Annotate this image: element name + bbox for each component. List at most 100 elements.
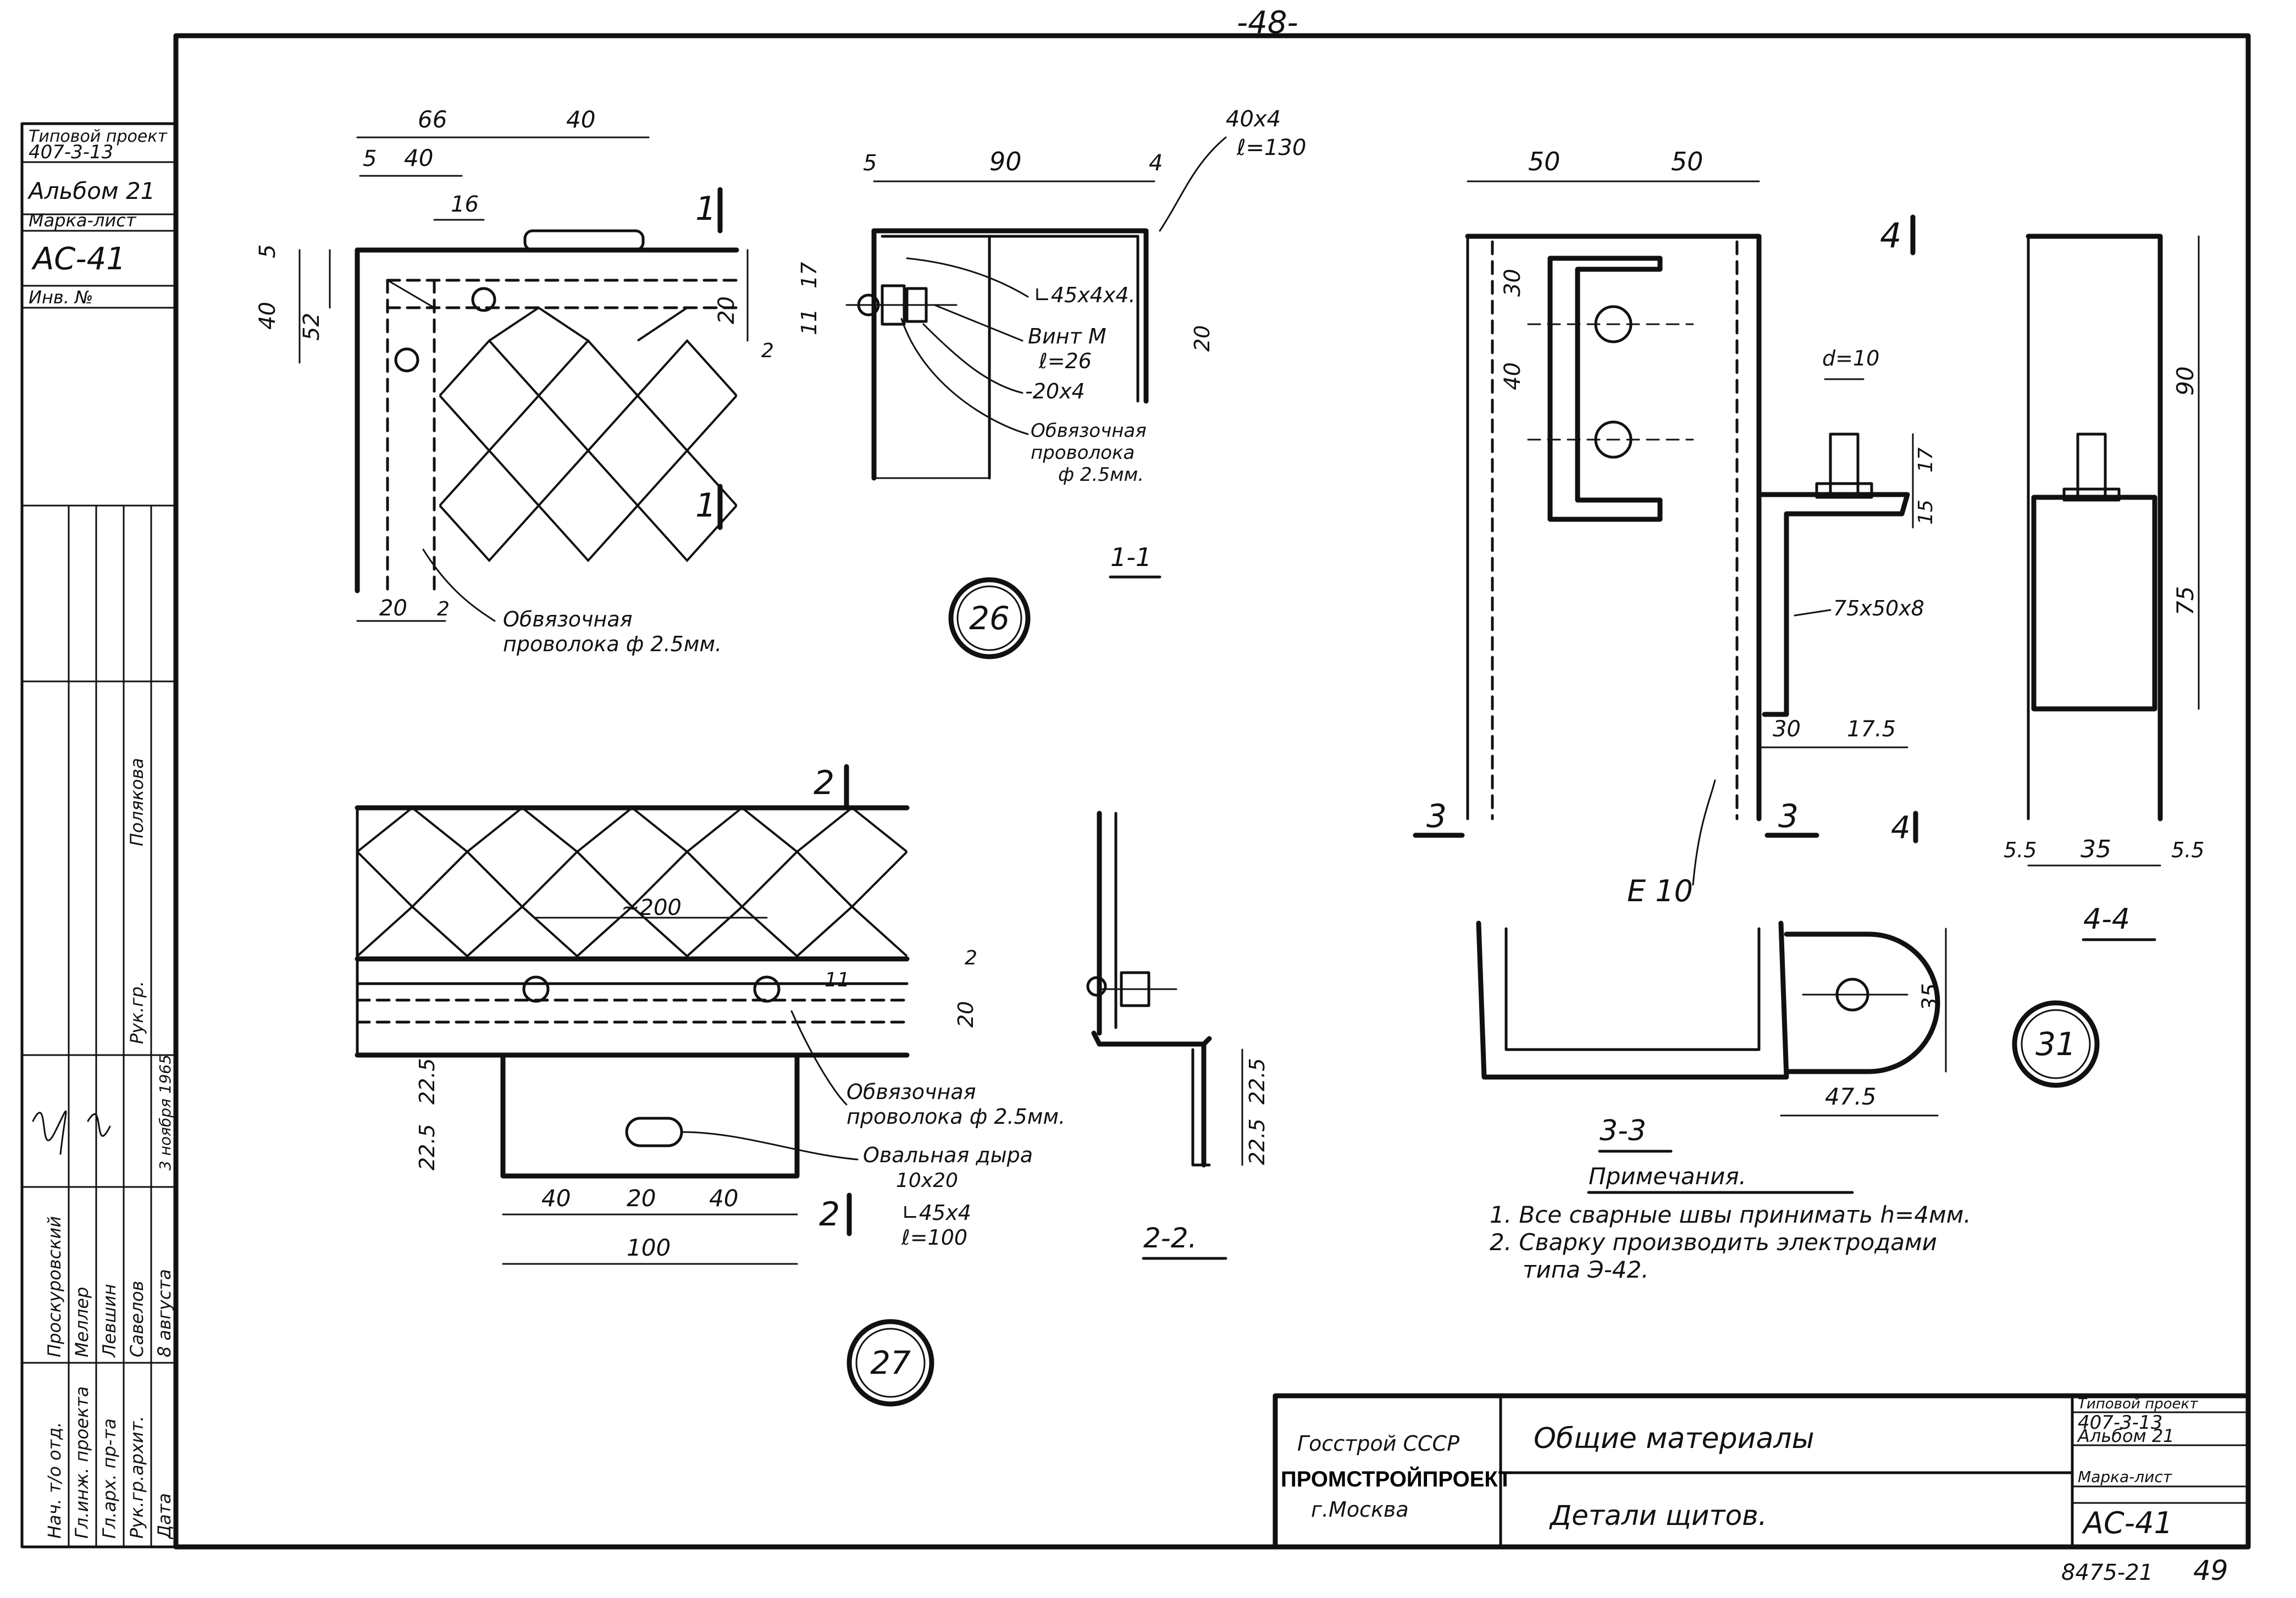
d27-dim-20b: 20 <box>627 1185 656 1212</box>
s22-title: 2-2. <box>1143 1222 1197 1254</box>
d26-dim-20b: 20 <box>379 596 407 621</box>
note-2: 2. Сварку производить электродами <box>1490 1229 1937 1256</box>
s11-callout-angle: ∟45х4х4. <box>1033 283 1136 307</box>
d27-dim-2: 2 <box>965 947 977 969</box>
section-mark-1-top: 1 <box>695 190 716 228</box>
d26-dim-52: 52 <box>299 313 324 341</box>
bolt-icon <box>753 975 781 1003</box>
left-stamp: Типовой проект 407-3-13 Альбом 21 Марка-… <box>20 122 178 1549</box>
s11-callout-l130: ℓ=130 <box>1236 135 1306 160</box>
d27-dim-22b: 22.5 <box>415 1124 439 1170</box>
signer-name-4: Савелов <box>126 1281 147 1357</box>
signer-name-1: Проскуровский <box>44 1216 65 1357</box>
s11-dim-90: 90 <box>989 147 1022 176</box>
d31-dim-35: 35 <box>1918 983 1943 1011</box>
d31-dim-50a: 50 <box>1528 147 1561 176</box>
tb-subtitle: Детали щитов. <box>1549 1500 1767 1532</box>
s44-title: 4-4 <box>2083 903 2130 936</box>
d27-note-hole2: 10х20 <box>896 1169 958 1192</box>
s11-callout-wire2: проволока <box>1031 442 1135 464</box>
d26-dim-40a: 40 <box>566 106 595 133</box>
left-stamp-mark-label: Марка-лист <box>29 210 137 231</box>
d26-dim-2b: 2 <box>437 598 450 620</box>
detail-27-plan: ~200 2 20 11 22.5 22.5 40 20 40 100 2 2 … <box>355 764 1065 1265</box>
signer-name-2: Меллер <box>71 1287 92 1357</box>
signer-role-3: Гл.арх. пр-та <box>99 1418 120 1539</box>
s44-dim-90: 90 <box>2172 367 2199 396</box>
s11-title: 1-1 <box>1110 542 1152 572</box>
d27-note-angle1: ∟45х4 <box>901 1201 971 1225</box>
section-mark-1-bottom: 1 <box>695 486 716 525</box>
bolt-icon <box>394 347 419 373</box>
d27-dim-40a: 40 <box>541 1185 571 1212</box>
tb-stamp-header: Типовой проект <box>2078 1396 2198 1412</box>
d31-dim-40: 40 <box>1500 362 1525 390</box>
d31-dim-30: 30 <box>1500 269 1525 297</box>
d31-dim-17: 17 <box>1915 447 1937 473</box>
section-1-1: 5 90 4 17 11 20 40х4 ℓ=130 ∟45х4х4. Винт… <box>797 107 1306 579</box>
general-notes: Примечания. 1. Все сварные швы принимать… <box>1490 1163 1971 1283</box>
detail-label-31: 31 <box>2012 1000 2100 1088</box>
d27-dim-200: ~200 <box>621 895 682 920</box>
svg-text:27: 27 <box>870 1344 911 1381</box>
tb-project: 407-3-13 <box>2078 1412 2162 1434</box>
section-4-4: 90 75 5.5 35 5.5 4-4 <box>2004 234 2204 941</box>
s11-callout-wire1: Обвязочная <box>1031 420 1147 442</box>
tb-mark-label: Марка-лист <box>2078 1468 2172 1486</box>
d26-note-line2: проволока ф 2.5мм. <box>503 632 722 656</box>
s22-dim-b: 22.5 <box>1245 1118 1269 1165</box>
d31-dim-17-5: 17.5 <box>1847 717 1896 742</box>
d27-note-wire1: Обвязочная <box>847 1080 976 1104</box>
s11-callout-l26: ℓ=26 <box>1038 349 1092 373</box>
d26-dim-40b: 40 <box>404 145 433 171</box>
left-stamp-inv-label: Инв. № <box>29 287 93 308</box>
signer-name-5: 8 августа <box>154 1269 175 1357</box>
s11-dim-17: 17 <box>797 262 821 288</box>
tb-org-3: г.Москва <box>1311 1497 1409 1522</box>
bolt-icon <box>522 975 550 1003</box>
s44-dim-75: 75 <box>2172 586 2199 615</box>
d31-dim-15: 15 <box>1915 500 1937 525</box>
signature-1 <box>32 1110 67 1155</box>
d26-dim-66: 66 <box>418 106 447 133</box>
s33-title: 3-3 <box>1600 1114 1646 1147</box>
signer-role-5: Дата <box>154 1493 175 1540</box>
signer-name-3: Левшин <box>99 1284 120 1358</box>
signer-role-4: Рук.гр.архит. <box>126 1416 147 1539</box>
detail-26-plan: 66 40 5 40 16 5 40 52 20 2 20 2 1 1 Обвя… <box>255 106 774 656</box>
d26-dim-5v: 5 <box>255 245 280 258</box>
d27-dim-22a: 22.5 <box>415 1058 439 1105</box>
tb-org-1: Госстрой СССР <box>1297 1431 1459 1456</box>
s11-callout-40x4: 40х4 <box>1226 107 1281 132</box>
sheet-footer: 8475-21 <box>2061 1560 2153 1585</box>
d31-dim-angle: 75х50х8 <box>1833 596 1924 620</box>
wire-mesh <box>439 306 738 562</box>
d31-dim-50b: 50 <box>1671 147 1703 176</box>
bolt-icon <box>471 287 496 312</box>
d27-note-angle2: ℓ=100 <box>901 1225 967 1250</box>
left-stamp-header: Типовой проект <box>29 127 168 146</box>
d27-note-hole1: Овальная дыра <box>863 1143 1033 1167</box>
section-mark-3-left: 3 <box>1426 797 1447 835</box>
d31-callout: Е 10 <box>1627 874 1693 908</box>
s11-callout-wire3: ф 2.5мм. <box>1058 464 1144 486</box>
s11-callout-screw: Винт М <box>1028 324 1106 348</box>
left-stamp-album: Альбом 21 <box>27 177 155 204</box>
section-2-2: 22.5 22.5 2-2. <box>1086 811 1269 1260</box>
tb-mark: АС-41 <box>2082 1506 2173 1540</box>
left-stamp-group-name: Полякова <box>126 758 147 846</box>
svg-text:26: 26 <box>969 600 1010 637</box>
d27-dim-40b: 40 <box>709 1185 738 1212</box>
sheet-frame <box>173 33 2251 1550</box>
detail-label-26: 26 <box>948 577 1031 659</box>
section-mark-3-right: 3 <box>1778 797 1799 835</box>
tb-org-2: ПРОМСТРОЙПРОЕКТ <box>1281 1466 1512 1491</box>
s11-dim-11: 11 <box>797 309 821 335</box>
section-3-3: 35 47.5 3-3 <box>1476 920 1947 1153</box>
d27-note-wire2: проволока ф 2.5мм. <box>847 1105 1065 1129</box>
s11-dim-4: 4 <box>1149 151 1163 176</box>
s11-callout-strip: -20х4 <box>1025 379 1085 403</box>
left-stamp-mark: АС-41 <box>31 241 126 277</box>
s44-dim-35: 35 <box>2081 835 2111 863</box>
